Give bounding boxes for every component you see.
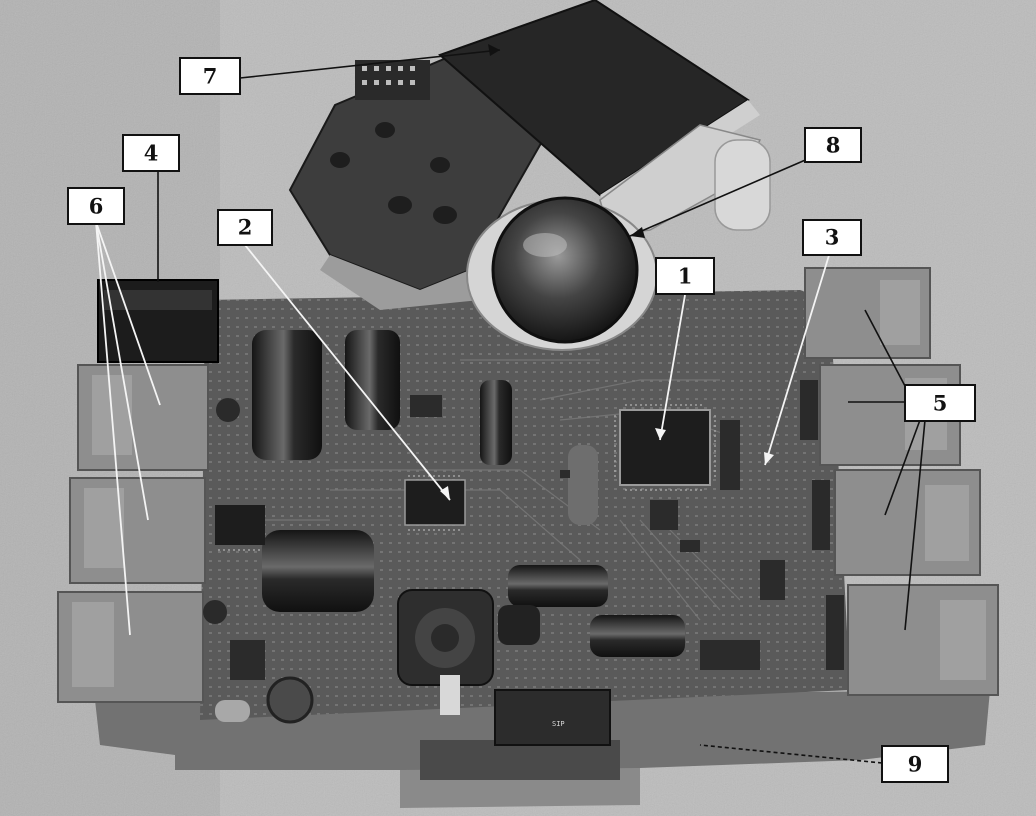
mount-hole-bottom [203, 600, 227, 624]
inductor [397, 589, 494, 686]
chip-marking: SIP [552, 720, 565, 728]
bottom-connector: SIP [494, 689, 611, 746]
driver-chip [215, 505, 265, 545]
led-indicator [215, 700, 250, 722]
battery-clip [440, 675, 460, 715]
buzzer [266, 676, 314, 724]
secondary-chip [404, 475, 466, 531]
enclosure-tray [95, 690, 990, 808]
main-processor-chip [614, 404, 716, 491]
mount-hole-left [216, 398, 240, 422]
